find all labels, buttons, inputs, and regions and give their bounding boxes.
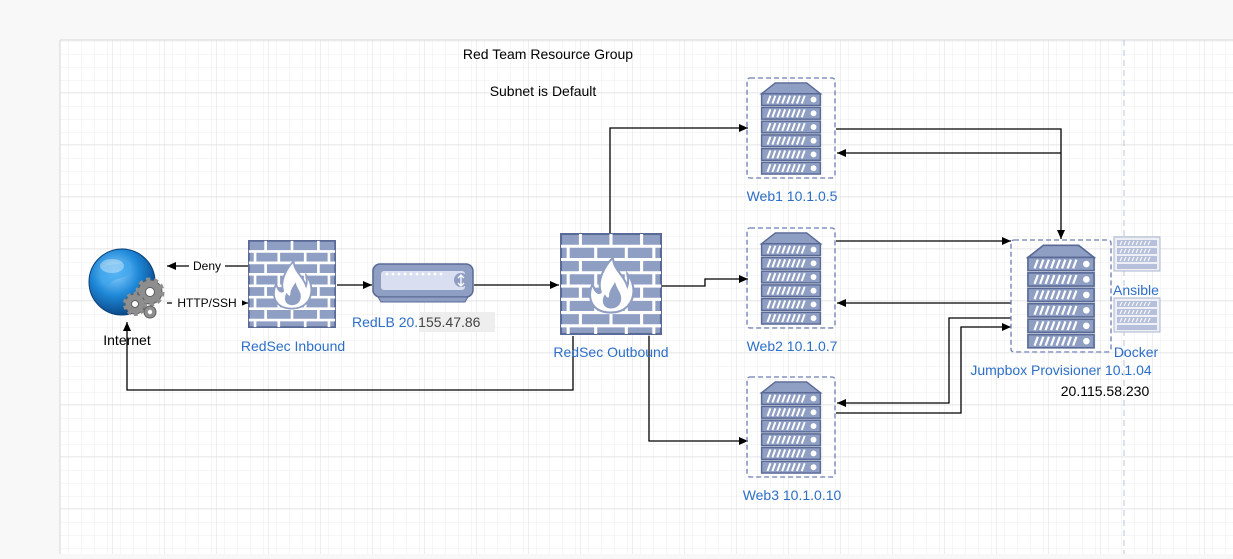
jumpbox-node[interactable]: Jumpbox Provisioner 10.1.04 20.115.58.23… xyxy=(970,239,1152,399)
web1-node[interactable]: Web1 10.1.0.5 xyxy=(746,77,838,204)
container-icon xyxy=(1113,236,1161,272)
edge-outbound-internet[interactable] xyxy=(123,322,574,391)
edge-web3-jumpbox[interactable] xyxy=(836,323,1011,414)
ansible-label: Ansible xyxy=(1113,282,1159,298)
firewall-icon xyxy=(248,240,336,328)
redsec-inbound-node[interactable]: RedSec Inbound xyxy=(241,240,345,354)
connectors xyxy=(123,124,1065,445)
web3-node[interactable]: Web3 10.1.0.10 xyxy=(743,376,842,503)
internet-label: Internet xyxy=(103,332,151,348)
docker-node[interactable]: Docker xyxy=(1113,297,1161,360)
docker-label: Docker xyxy=(1114,344,1159,360)
edge-label-deny: Deny xyxy=(193,259,221,273)
server-icon xyxy=(760,81,822,176)
jumpbox-label: Jumpbox Provisioner 10.1.04 xyxy=(970,362,1152,378)
redsec-outbound-label: RedSec Outbound xyxy=(553,344,668,360)
gear-icon xyxy=(123,277,165,319)
redlb-label: RedLB 20.155.47.86 xyxy=(352,314,481,330)
web3-label: Web3 10.1.0.10 xyxy=(743,487,842,503)
web2-label: Web2 10.1.0.7 xyxy=(747,338,838,354)
edge-outbound-web1[interactable] xyxy=(606,124,748,242)
server-icon xyxy=(760,380,822,475)
edge-label-http-ssh: HTTP/SSH xyxy=(177,296,236,310)
web2-node[interactable]: Web2 10.1.0.7 xyxy=(746,227,838,354)
redlb-node[interactable]: RedLB 20.155.47.86 xyxy=(352,263,495,332)
server-icon xyxy=(760,231,822,326)
edge-jumpbox-web3-a[interactable] xyxy=(837,317,1011,407)
redsec-inbound-label: RedSec Inbound xyxy=(241,338,345,354)
firewall-icon xyxy=(560,233,662,335)
container-icon xyxy=(1113,297,1161,333)
diagram-title: Red Team Resource Group xyxy=(463,46,633,62)
web1-label: Web1 10.1.0.5 xyxy=(747,188,838,204)
jumpbox-ip-label: 20.115.58.230 xyxy=(1061,383,1150,399)
edge-outbound-web2[interactable] xyxy=(653,275,748,290)
edge-outbound-web3[interactable] xyxy=(645,327,748,445)
redsec-outbound-node[interactable]: RedSec Outbound xyxy=(553,233,669,360)
ansible-node[interactable]: Ansible xyxy=(1113,236,1161,298)
internet-node[interactable]: Internet xyxy=(88,248,165,348)
load-balancer-icon xyxy=(372,263,474,303)
diagram-subtitle: Subnet is Default xyxy=(490,83,597,99)
edge-web1-jumpbox[interactable] xyxy=(836,128,1065,239)
server-icon xyxy=(1026,244,1096,349)
